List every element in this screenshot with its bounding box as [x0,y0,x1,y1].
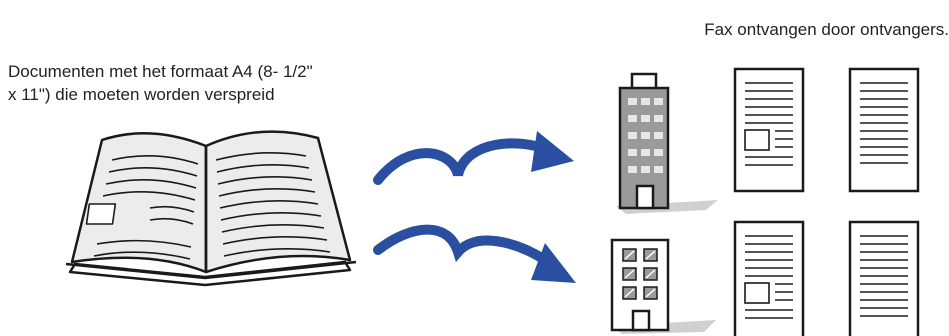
document-label-line1: Documenten met het formaat A4 (8- 1/2" [8,62,313,81]
fax-page-icon [733,220,805,336]
fax-page-icon [848,220,920,336]
recipients-label: Fax ontvangen door ontvangers. [704,20,949,39]
fax-page-icon [733,67,805,193]
apartment-building-icon [610,238,716,334]
open-book-icon [65,130,357,287]
document-label-line2: x 11") die moeten worden verspreid [8,85,275,104]
fax-page-icon [848,67,920,193]
send-arrow-icon [373,224,576,283]
send-arrow-icon [373,131,574,185]
office-building-icon [616,72,718,214]
